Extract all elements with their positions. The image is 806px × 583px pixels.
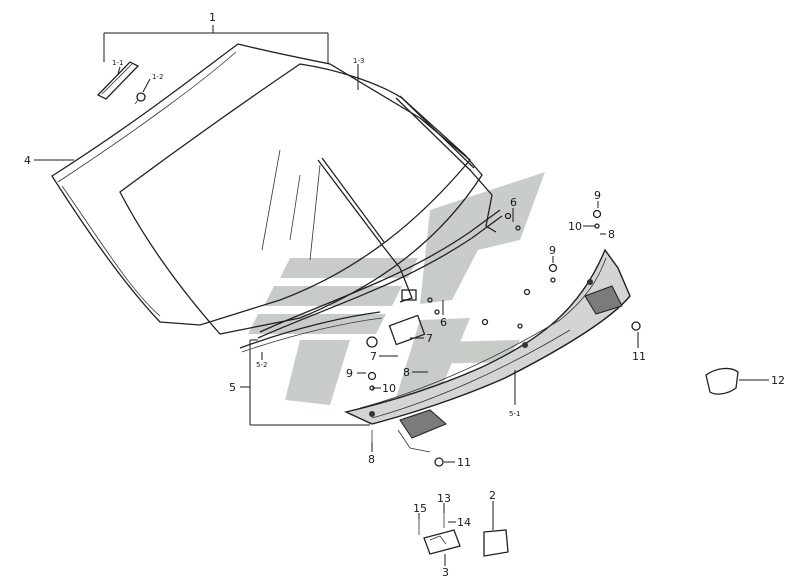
callout-6-upper: 6 xyxy=(510,196,517,209)
callout-1-3: 1-3 xyxy=(353,57,364,65)
callout-10-right: 10 xyxy=(568,220,582,233)
callout-6-lower: 6 xyxy=(440,316,447,329)
callout-5: 5 xyxy=(229,381,236,394)
callout-8-mid: 8 xyxy=(403,366,410,379)
callout-14: 14 xyxy=(457,516,471,529)
leader-lines xyxy=(34,25,769,566)
pad-2 xyxy=(483,529,509,557)
watermark-logo xyxy=(248,172,545,405)
callout-9-left: 9 xyxy=(346,367,353,380)
callout-9-right: 9 xyxy=(594,189,601,202)
callout-11-right: 11 xyxy=(632,350,646,363)
cover-cap-12 xyxy=(705,367,739,395)
cowl-panel xyxy=(343,248,631,453)
callout-5-1: 5-1 xyxy=(509,410,520,418)
callout-12: 12 xyxy=(771,374,785,387)
windshield-inner-glass xyxy=(119,63,483,335)
wiper-arm-left xyxy=(317,157,413,303)
callout-13: 13 xyxy=(437,492,451,505)
callout-8-right: 8 xyxy=(608,228,615,241)
windshield-glass xyxy=(51,43,471,326)
callout-1-1: 1-1 xyxy=(112,59,123,67)
callout-7-upper: 7 xyxy=(426,332,433,345)
callout-4: 4 xyxy=(24,154,31,167)
callout-labels: 1 1-1 1-2 1-3 2 3 4 5 5-1 5-2 6 6 7 7 8 … xyxy=(24,11,785,579)
callout-5-2: 5-2 xyxy=(256,361,267,369)
callout-10-left: 10 xyxy=(382,382,396,395)
rear-view-mirror xyxy=(96,61,140,100)
callout-9-mid: 9 xyxy=(549,244,556,257)
callout-15: 15 xyxy=(413,502,427,515)
cowl-side-trim xyxy=(239,311,383,353)
wiper-linkage xyxy=(257,209,503,348)
callout-11-bottom: 11 xyxy=(457,456,471,469)
callout-3: 3 xyxy=(442,566,449,579)
mirror-bracket xyxy=(134,92,146,105)
fasteners xyxy=(367,209,641,467)
callout-1-2: 1-2 xyxy=(152,73,163,81)
callout-2: 2 xyxy=(489,489,496,502)
wiper-arm-right xyxy=(395,95,497,233)
callout-7-lower: 7 xyxy=(370,350,377,363)
callout-1: 1 xyxy=(209,11,216,24)
callout-8-bottom: 8 xyxy=(368,453,375,466)
